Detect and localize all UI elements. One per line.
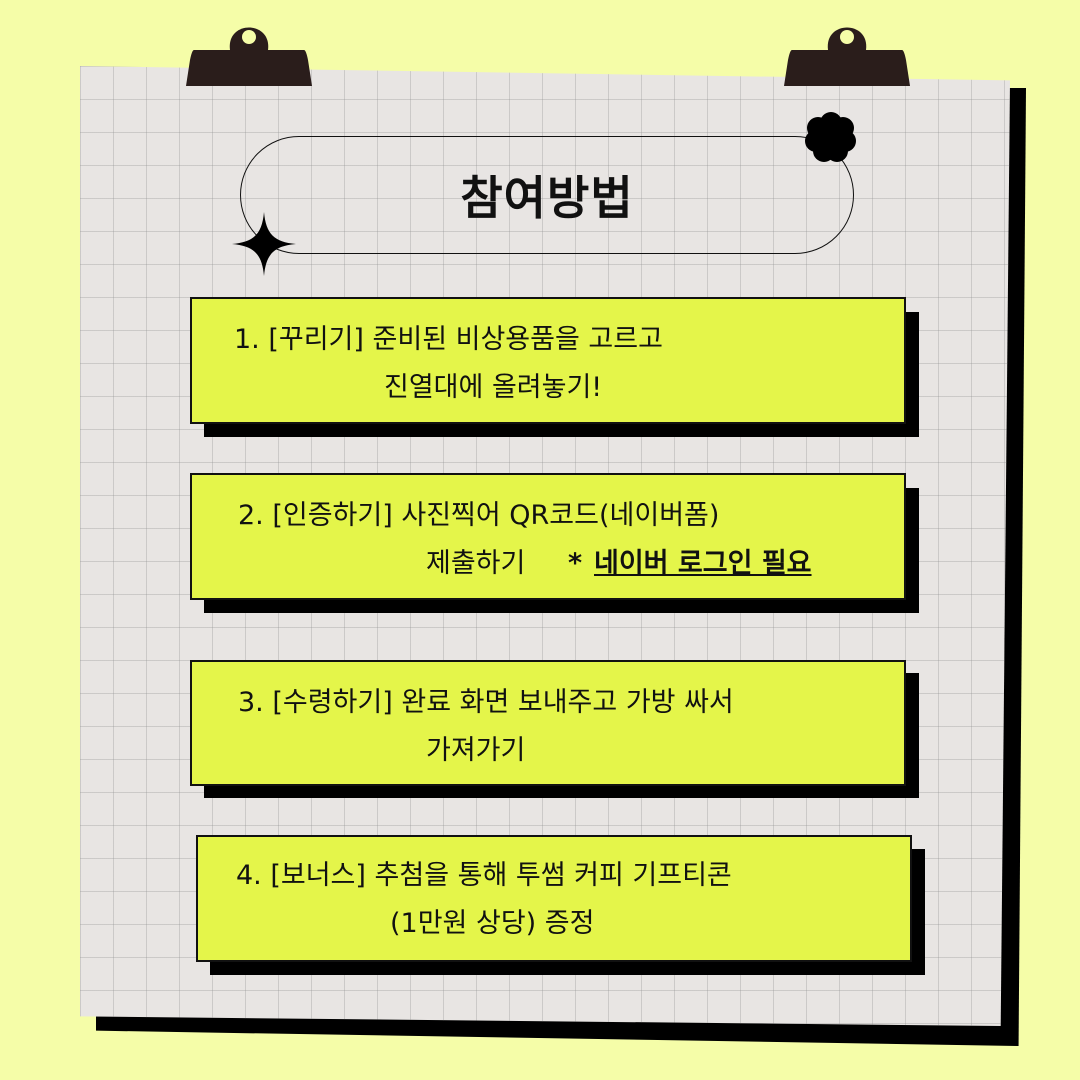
- step-1-line-2: 진열대에 올려놓기!: [384, 372, 603, 403]
- binder-clip-icon: [784, 27, 910, 86]
- flower-icon: [805, 112, 856, 162]
- step-2-line-2: 제출하기: [426, 548, 526, 579]
- title-pill: [240, 136, 854, 254]
- binder-clip-icon: [186, 27, 312, 86]
- step-3-line-2: 가져가기: [426, 735, 526, 766]
- step-4-line-1: 4. [보너스] 추첨을 통해 투썸 커피 기프티콘: [236, 860, 732, 891]
- page-title: 참여방법: [460, 171, 634, 225]
- step-4-line-2: (1만원 상당) 증정: [390, 908, 595, 939]
- step-3-line-1: 3. [수령하기] 완료 화면 보내주고 가방 싸서: [238, 687, 734, 718]
- naver-login-required-note: 네이버 로그인 필요: [594, 548, 812, 579]
- step-2-note-asterisk: *: [568, 548, 583, 579]
- step-2-line-1: 2. [인증하기] 사진찍어 QR코드(네이버폼): [238, 500, 720, 531]
- sparkle-icon: [232, 212, 296, 276]
- step-1-line-1: 1. [꾸리기] 준비된 비상용품을 고르고: [234, 324, 663, 355]
